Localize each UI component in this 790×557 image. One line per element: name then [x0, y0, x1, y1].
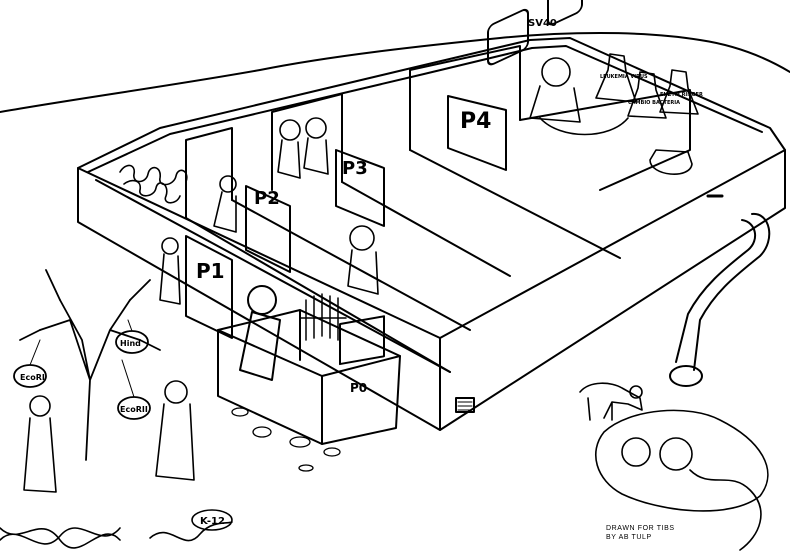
- outflow-pipe: [669, 212, 771, 387]
- window-2: [547, 0, 583, 26]
- door-p1: [185, 235, 233, 339]
- guard-figure: [161, 237, 179, 255]
- spacesuit-figure: [349, 225, 375, 251]
- figures: [159, 57, 581, 305]
- flasks-p4: [539, 53, 699, 175]
- microbe-eye-1: [621, 437, 651, 467]
- pool-outline: [595, 409, 769, 512]
- label-worm-k12: K-12: [200, 516, 225, 527]
- label-p0: P0: [350, 381, 367, 395]
- label-bottle-ringer: ENZYM RINGER: [660, 92, 703, 98]
- door-p2: [245, 185, 291, 273]
- woman-figure: [29, 395, 51, 417]
- man-figure: [164, 380, 188, 404]
- label-bottle-cambio: CAMBIO BACTERIA: [628, 100, 680, 106]
- pipe-inner: [675, 219, 757, 363]
- label-fruit-ecorii: EcoRII: [120, 405, 148, 414]
- label-p2: P2: [254, 188, 280, 209]
- restriction-enzyme-tree: [13, 269, 161, 461]
- suited-figure-2: [305, 117, 327, 139]
- suited-figure-1: [279, 119, 301, 141]
- worm-k12: [149, 521, 233, 542]
- dna-helix-ground: [0, 527, 121, 549]
- pipe-outer: [693, 212, 771, 371]
- bench-p0: [217, 285, 401, 445]
- partition-p3-p4: [409, 45, 521, 151]
- credit-line-2: BY AB TULP: [606, 534, 652, 541]
- partition-p1-p2: [185, 127, 233, 219]
- floor-debris: [231, 407, 341, 472]
- door-p4: [447, 95, 507, 171]
- dna-coil: [119, 164, 188, 204]
- label-bottle-leukemia: LEUKEMIA VIRUS: [600, 74, 648, 80]
- wall-vent: [455, 397, 475, 413]
- flask-leukemia: [595, 53, 637, 103]
- partition-p2-p3: [271, 93, 343, 191]
- door-p3: [335, 149, 385, 227]
- horizon-line: [0, 32, 790, 113]
- doors: [185, 95, 507, 339]
- label-fruit-hind: Hind: [120, 339, 141, 348]
- cabinet-p0: [339, 315, 385, 366]
- pipe-mouth: [669, 365, 703, 387]
- flask-cambio: [627, 71, 667, 119]
- escaped-organisms: [0, 509, 233, 549]
- flask-ringer: [659, 69, 699, 115]
- sink-p4: [539, 117, 629, 136]
- back-wall-rim: [77, 37, 786, 169]
- spiral-tail: [689, 469, 762, 551]
- toilet-p4: [649, 149, 693, 175]
- label-p4: P4: [460, 109, 491, 134]
- microbe-pool: [595, 409, 769, 551]
- figure-p4: [541, 57, 571, 87]
- test-tube-rack: [299, 293, 347, 341]
- artist-credit: DRAWN FOR TIBS BY AB TULP: [606, 524, 726, 542]
- label-p3: P3: [342, 158, 368, 179]
- dog: [579, 382, 643, 421]
- partition-long: [185, 149, 621, 373]
- label-fruit-ecori: EcoRI: [20, 373, 45, 382]
- right-outer-wall: [439, 149, 786, 431]
- microbe-eye-2: [659, 437, 693, 471]
- label-sv40: SV40: [528, 18, 557, 29]
- figure-p2: [219, 175, 237, 193]
- window-1: [487, 8, 529, 66]
- scientist-p0: [247, 285, 277, 315]
- credit-line-1: DRAWN FOR TIBS: [606, 525, 675, 532]
- lab-building: [77, 0, 786, 431]
- label-p1: P1: [196, 259, 225, 283]
- tree-trunk: [39, 299, 141, 461]
- visitors: [23, 380, 195, 493]
